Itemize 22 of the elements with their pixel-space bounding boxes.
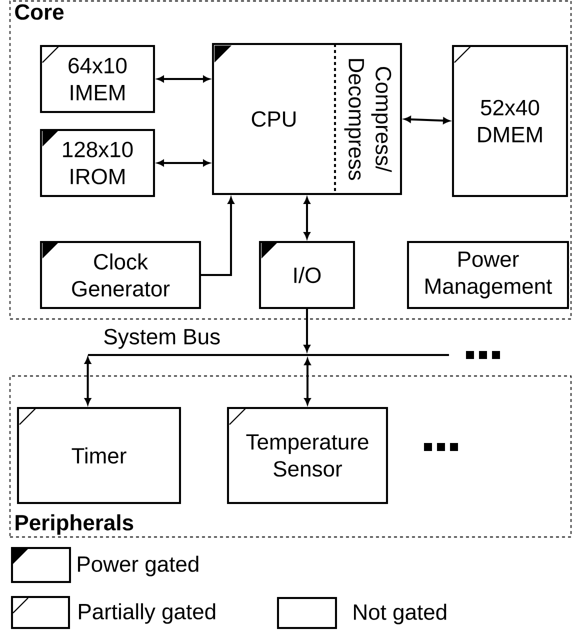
memory-box: 52x40 DMEM <box>452 45 568 197</box>
memory-box: 128x10 IROM <box>40 129 155 197</box>
power-management-box: Power Management <box>407 241 569 309</box>
legend-text: Partially gated <box>79 603 216 624</box>
sensor-box: Temperature Sensor <box>227 407 388 504</box>
arrow <box>304 197 310 239</box>
legend-text: Power gated <box>78 556 198 576</box>
node-label: System Bus <box>104 328 220 349</box>
arrow <box>304 358 311 405</box>
clock-box: Clock Generator <box>40 241 201 309</box>
legend-text: Not gated <box>354 604 446 624</box>
memory-box: 64x10 IMEM <box>40 45 155 113</box>
arrow <box>157 160 210 166</box>
arrow <box>84 357 91 405</box>
timer-box: Timer <box>17 407 181 504</box>
io-box: I/O <box>259 241 355 309</box>
cpu-box: CPU Compress/ Decompress <box>212 43 402 195</box>
arrow <box>201 197 234 276</box>
arrow <box>157 76 210 82</box>
system-bus: System Bus <box>88 328 449 356</box>
arrow <box>304 309 310 352</box>
arrow <box>404 116 450 124</box>
